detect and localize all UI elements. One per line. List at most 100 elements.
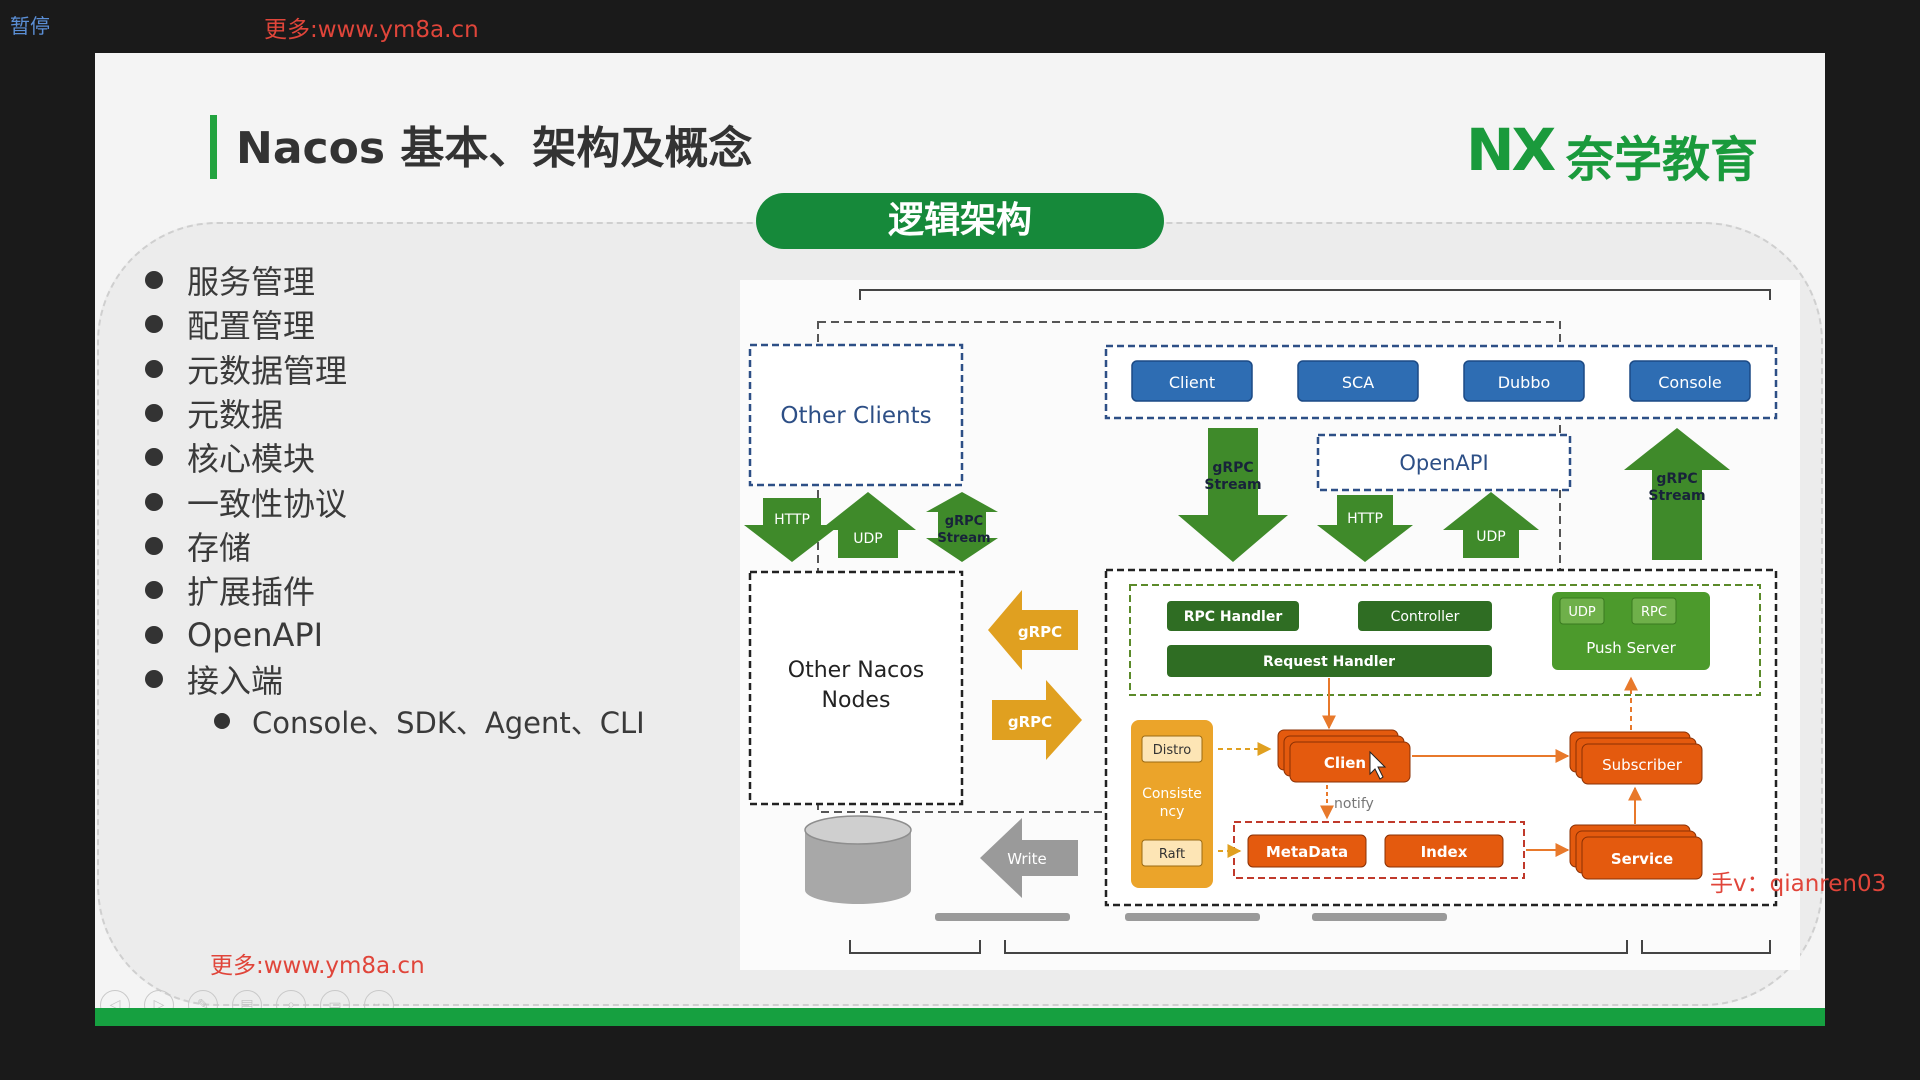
grpc-left-label: gRPC bbox=[1018, 623, 1062, 641]
bullet-text: 一致性协议 bbox=[187, 484, 348, 523]
handler-group bbox=[1129, 584, 1761, 696]
bullet-text: 存储 bbox=[187, 528, 252, 567]
bullet-text: 核心模块 bbox=[187, 440, 316, 479]
openapi-box bbox=[1316, 433, 1572, 492]
pause-status: 暂停 bbox=[10, 14, 50, 38]
notify-label: notify bbox=[1334, 796, 1374, 812]
bullet-dot bbox=[145, 448, 163, 467]
client-core-label: Clien bbox=[1324, 754, 1366, 772]
list-item: 接入端 bbox=[145, 657, 347, 701]
consistency-label-l1: Consiste bbox=[1142, 786, 1202, 802]
bullet-dot bbox=[214, 713, 230, 729]
other-clients-box bbox=[748, 343, 964, 487]
distro-label: Distro bbox=[1153, 743, 1192, 758]
bullet-text: OpenAPI bbox=[187, 615, 324, 654]
list-item: 存储 bbox=[145, 524, 347, 568]
grpc-stream-down-l2: Stream bbox=[1204, 477, 1261, 493]
bottom-bar bbox=[1125, 913, 1260, 921]
title-accent-bar bbox=[210, 115, 217, 179]
mouse-cursor-icon bbox=[1369, 750, 1387, 780]
list-item: 扩展插件 bbox=[145, 568, 347, 612]
bullet-text: 元数据 bbox=[187, 396, 284, 435]
http-down-arrow-left bbox=[744, 498, 840, 562]
http-label-right: HTTP bbox=[1347, 511, 1383, 527]
logo-mark: NX bbox=[1466, 116, 1556, 184]
client-box bbox=[1131, 360, 1253, 402]
bullet-dot bbox=[145, 404, 163, 423]
other-clients-label: Other Clients bbox=[780, 403, 931, 429]
request-handler-label: Request Handler bbox=[1263, 654, 1395, 670]
consistency-label-l2: ncy bbox=[1160, 804, 1185, 820]
console-box bbox=[1629, 360, 1751, 402]
sub-bullet-text: Console、SDK、Agent、CLI bbox=[252, 706, 645, 740]
udp-up-arrow-right bbox=[1443, 492, 1539, 558]
rpc-handler-label: RPC Handler bbox=[1184, 609, 1283, 625]
udp-up-arrow-left bbox=[820, 492, 916, 558]
udp-label-right: UDP bbox=[1476, 529, 1505, 545]
request-handler-box bbox=[1167, 645, 1492, 677]
wechat-watermark: 手v：qianren03 bbox=[1710, 871, 1887, 897]
push-udp-box bbox=[1559, 597, 1605, 625]
raft-label: Raft bbox=[1159, 847, 1185, 862]
bullet-text: 扩展插件 bbox=[187, 573, 316, 612]
watermark-bottom: 更多:www.ym8a.cn bbox=[210, 953, 425, 979]
bottom-bracket bbox=[849, 940, 1771, 954]
http-label-left: HTTP bbox=[774, 512, 810, 528]
grpc-stream-label-l1: gRPC bbox=[945, 514, 983, 529]
grpc-left-arrow bbox=[988, 590, 1078, 670]
write-label: Write bbox=[1007, 850, 1047, 868]
bottom-bar bbox=[1312, 913, 1447, 921]
list-item: OpenAPI bbox=[145, 612, 347, 656]
architecture-diagram: Other Clients Client SCA Dubbo Console O… bbox=[740, 280, 1800, 970]
service-box bbox=[1581, 836, 1703, 880]
index-label: Index bbox=[1421, 843, 1468, 861]
grpc-right-label: gRPC bbox=[1008, 713, 1052, 731]
bullet-dot bbox=[145, 625, 163, 644]
client-label: Client bbox=[1169, 373, 1215, 392]
list-item: 一致性协议 bbox=[145, 479, 347, 523]
push-udp-label: UDP bbox=[1568, 605, 1596, 620]
subscriber-box bbox=[1581, 743, 1703, 785]
bullet-dot bbox=[145, 669, 163, 688]
console-label: Console bbox=[1658, 373, 1722, 392]
udp-label-left: UDP bbox=[853, 531, 882, 547]
metadata-box bbox=[1247, 834, 1367, 868]
logo-text: 奈学教育 bbox=[1566, 132, 1759, 188]
openapi-label: OpenAPI bbox=[1399, 451, 1488, 475]
other-nacos-nodes-box bbox=[748, 570, 964, 806]
grpc-stream-bidir-arrow bbox=[926, 492, 998, 562]
grpc-stream-up-arrow bbox=[1624, 428, 1730, 560]
list-item: 服务管理 bbox=[145, 258, 347, 302]
service-label: Service bbox=[1611, 850, 1673, 868]
bullet-dot bbox=[145, 581, 163, 600]
section-title: 逻辑架构 bbox=[756, 193, 1164, 249]
bullet-dot bbox=[145, 359, 163, 378]
grpc-right-arrow bbox=[992, 680, 1082, 760]
sca-box bbox=[1297, 360, 1419, 402]
bullet-text: 服务管理 bbox=[187, 263, 316, 302]
bullet-dot bbox=[145, 492, 163, 511]
dubbo-box bbox=[1463, 360, 1585, 402]
other-nodes-label-l2: Nodes bbox=[822, 688, 891, 713]
rpc-handler-box bbox=[1167, 601, 1299, 631]
controller-box bbox=[1358, 601, 1492, 631]
bullet-dot bbox=[145, 536, 163, 555]
bottom-bar bbox=[935, 913, 1070, 921]
bullet-text: 配置管理 bbox=[187, 307, 316, 346]
list-item: 元数据管理 bbox=[145, 347, 347, 391]
write-arrow bbox=[980, 818, 1078, 898]
watermark-top: 更多:www.ym8a.cn bbox=[264, 17, 479, 43]
sub-bullet: Console、SDK、Agent、CLI bbox=[214, 700, 645, 742]
metadata-label: MetaData bbox=[1266, 843, 1348, 861]
grpc-stream-up-l2: Stream bbox=[1648, 488, 1705, 504]
grpc-stream-down-l1: gRPC bbox=[1212, 460, 1253, 476]
slide-footer-bar bbox=[95, 1008, 1825, 1026]
top-bracket bbox=[859, 289, 1771, 300]
bullet-list: 服务管理 配置管理 元数据管理 元数据 核心模块 一致性协议 存储 扩展插件 O… bbox=[145, 258, 347, 701]
bullet-text: 元数据管理 bbox=[187, 351, 348, 390]
connector-arrows bbox=[1218, 676, 1642, 858]
bullet-dot bbox=[145, 271, 163, 290]
dubbo-label: Dubbo bbox=[1498, 373, 1551, 392]
grpc-stream-label-l2: Stream bbox=[937, 531, 990, 546]
bullet-dot bbox=[145, 315, 163, 334]
